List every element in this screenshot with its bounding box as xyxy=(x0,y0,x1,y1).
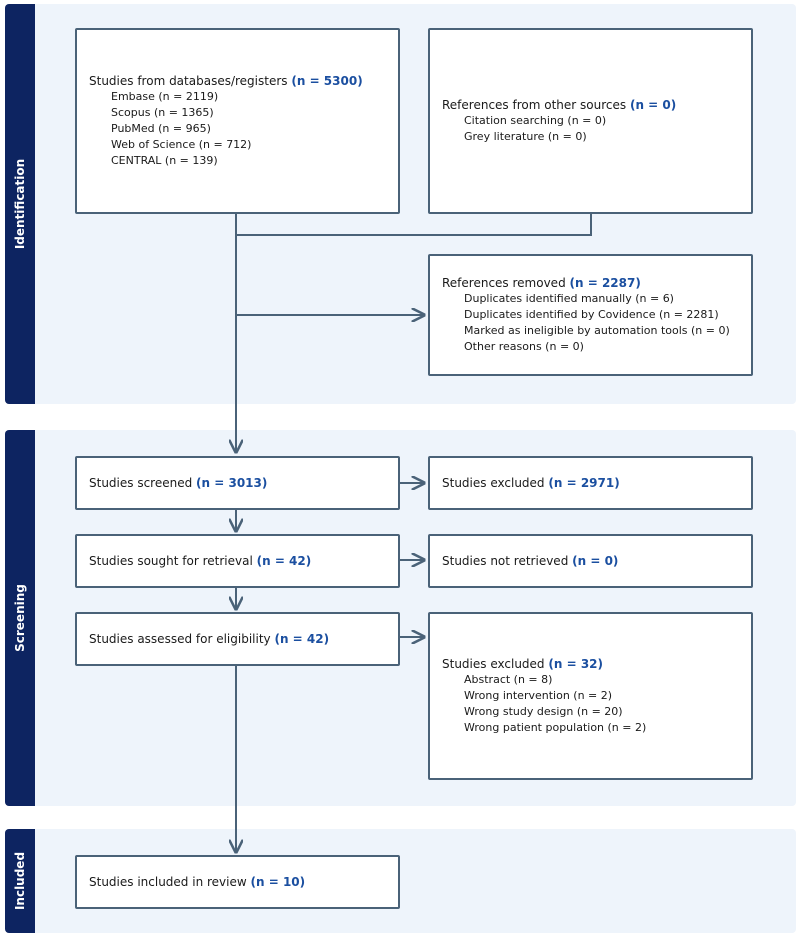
databases-box: Studies from databases/registers (n = 53… xyxy=(75,28,400,214)
databases-list: Embase (n = 2119) Scopus (n = 1365) PubM… xyxy=(89,89,398,169)
removed-list: Duplicates identified manually (n = 6) D… xyxy=(442,291,751,355)
screen-excluded-box: Studies excluded (n = 2971) xyxy=(428,456,753,510)
list-item: Other reasons (n = 0) xyxy=(464,340,584,353)
list-item: Wrong intervention (n = 2) xyxy=(464,689,613,702)
list-item: Grey literature (n = 0) xyxy=(464,130,587,143)
section-bar xyxy=(5,4,35,404)
screened-box: Studies screened (n = 3013) xyxy=(75,456,400,510)
sought-count: (n = 42) xyxy=(256,554,312,568)
list-item: Marked as ineligible by automation tools… xyxy=(464,324,730,337)
screened-label: Studies screened xyxy=(89,476,193,490)
other-sources-count: (n = 0) xyxy=(629,98,677,112)
section-bar xyxy=(5,430,35,806)
elig-excluded-label: Studies excluded xyxy=(442,657,545,671)
list-item: PubMed (n = 965) xyxy=(111,122,211,135)
elig-excluded-box: Studies excluded (n = 32) Abstract (n = … xyxy=(428,612,753,780)
not-retrieved-box: Studies not retrieved (n = 0) xyxy=(428,534,753,588)
section-bar xyxy=(5,829,35,933)
included-label: Studies included in review xyxy=(89,875,247,889)
elig-excluded-heading: Studies excluded (n = 32) xyxy=(442,656,751,672)
list-item: Citation searching (n = 0) xyxy=(464,114,607,127)
other-sources-list: Citation searching (n = 0) Grey literatu… xyxy=(442,113,751,145)
assessed-count: (n = 42) xyxy=(274,632,330,646)
list-item: Wrong patient population (n = 2) xyxy=(464,721,647,734)
removed-label: References removed xyxy=(442,276,566,290)
list-item: Web of Science (n = 712) xyxy=(111,138,252,151)
removed-count: (n = 2287) xyxy=(569,276,641,290)
elig-excluded-list: Abstract (n = 8) Wrong intervention (n =… xyxy=(442,672,751,736)
not-retrieved-label: Studies not retrieved xyxy=(442,554,569,568)
elig-excluded-count: (n = 32) xyxy=(548,657,603,671)
screen-excluded-count: (n = 2971) xyxy=(548,476,620,490)
list-item: Abstract (n = 8) xyxy=(464,673,553,686)
removed-box: References removed (n = 2287) Duplicates… xyxy=(428,254,753,376)
merge-line xyxy=(235,213,592,236)
other-sources-heading: References from other sources (n = 0) xyxy=(442,97,751,113)
removed-heading: References removed (n = 2287) xyxy=(442,275,751,291)
included-box: Studies included in review (n = 10) xyxy=(75,855,400,909)
assessed-label: Studies assessed for eligibility xyxy=(89,632,271,646)
sought-label: Studies sought for retrieval xyxy=(89,554,253,568)
assessed-box: Studies assessed for eligibility (n = 42… xyxy=(75,612,400,666)
not-retrieved-count: (n = 0) xyxy=(572,554,619,568)
databases-count: (n = 5300) xyxy=(291,74,363,88)
list-item: Embase (n = 2119) xyxy=(111,90,219,103)
list-item: Duplicates identified manually (n = 6) xyxy=(464,292,674,305)
sought-box: Studies sought for retrieval (n = 42) xyxy=(75,534,400,588)
databases-label: Studies from databases/registers xyxy=(89,74,288,88)
list-item: Duplicates identified by Covidence (n = … xyxy=(464,308,719,321)
list-item: CENTRAL (n = 139) xyxy=(111,154,218,167)
other-sources-box: References from other sources (n = 0) Ci… xyxy=(428,28,753,214)
databases-heading: Studies from databases/registers (n = 53… xyxy=(89,73,398,89)
other-sources-label: References from other sources xyxy=(442,98,627,112)
list-item: Wrong study design (n = 20) xyxy=(464,705,623,718)
screened-count: (n = 3013) xyxy=(196,476,268,490)
included-count: (n = 10) xyxy=(250,875,306,889)
screen-excluded-label: Studies excluded xyxy=(442,476,545,490)
list-item: Scopus (n = 1365) xyxy=(111,106,214,119)
